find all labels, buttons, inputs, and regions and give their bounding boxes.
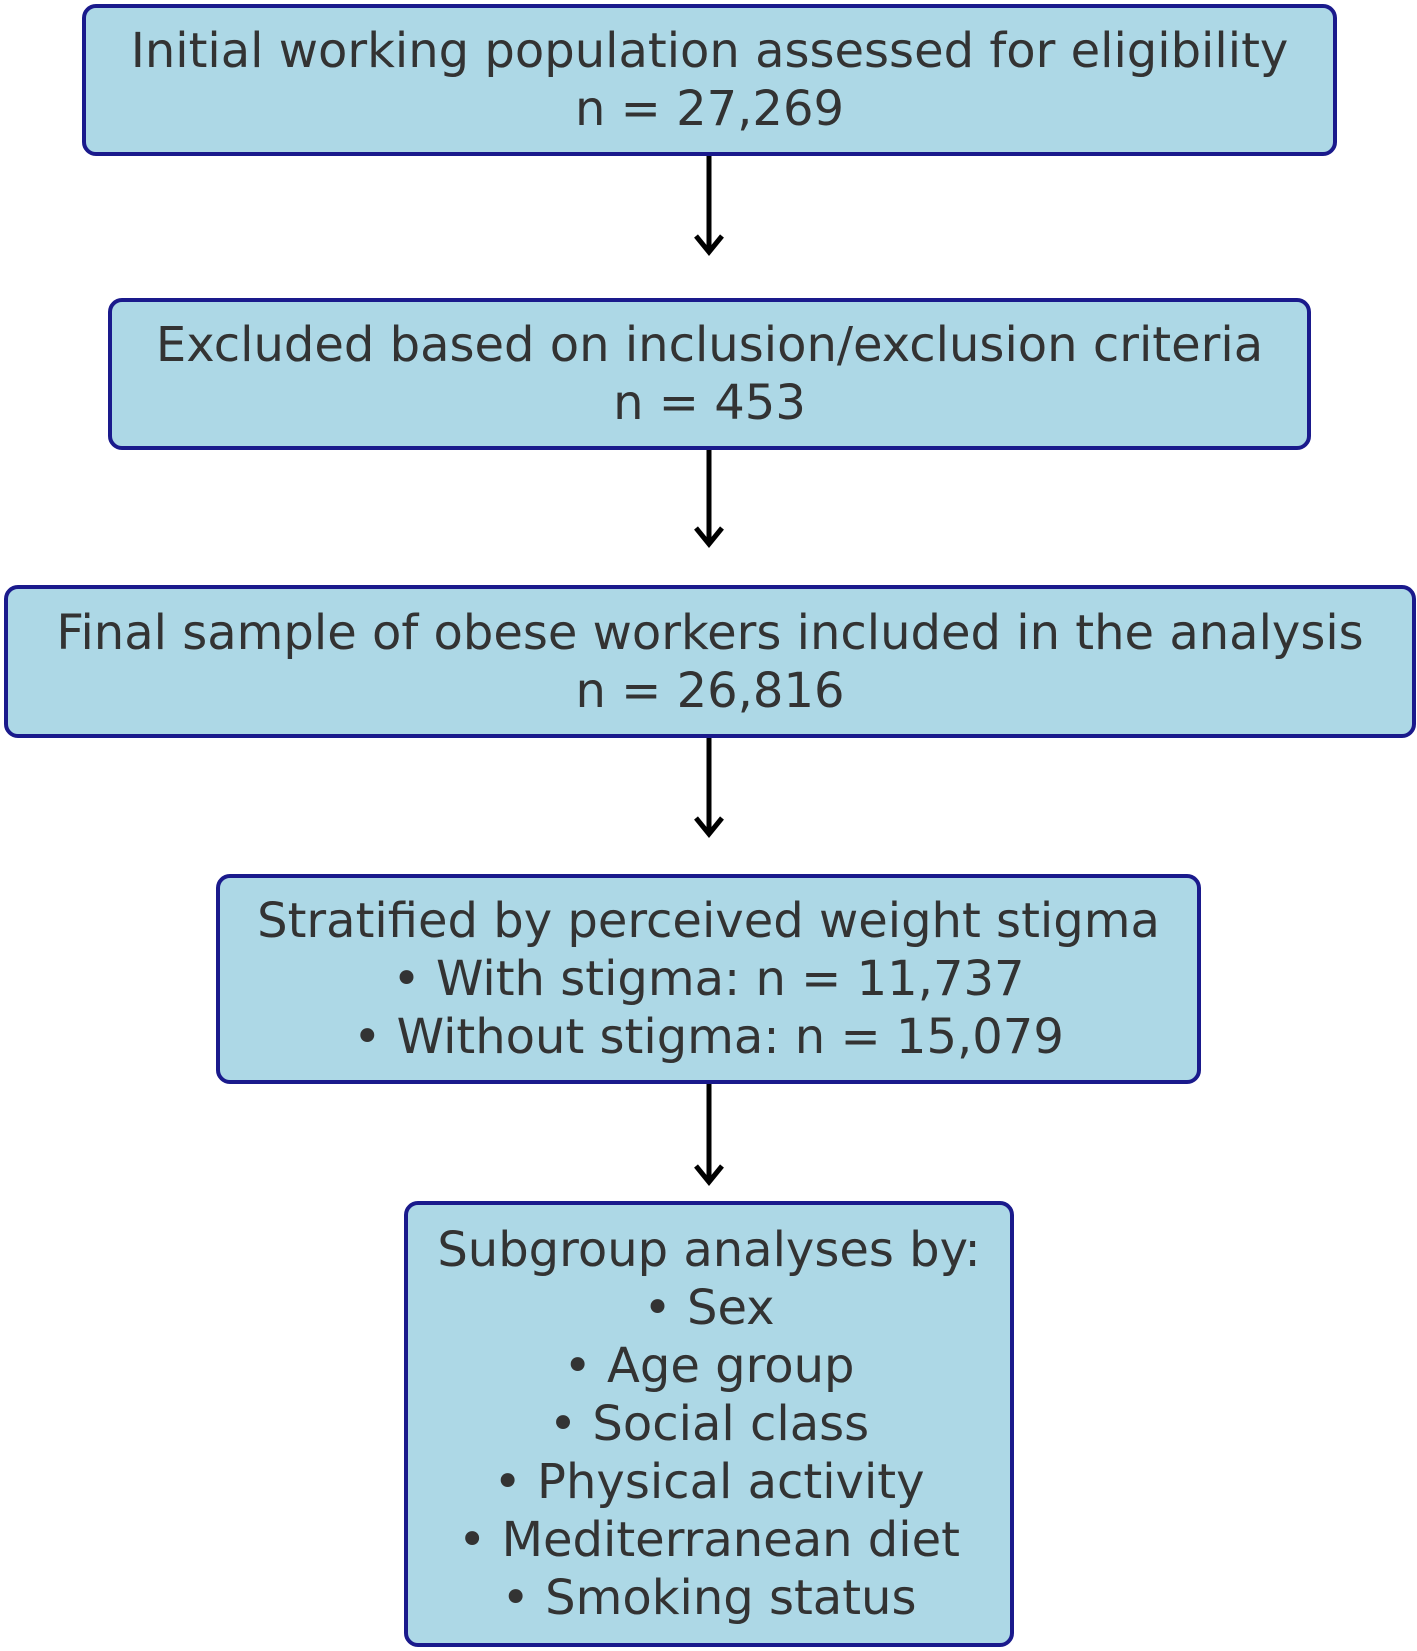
initial-population-box: Initial working population assessed for … xyxy=(82,4,1337,156)
with-stigma-item: • With stigma: n = 11,737 xyxy=(392,951,1025,1007)
without-stigma-item: • Without stigma: n = 15,079 xyxy=(353,1009,1064,1065)
final-sample-title: Final sample of obese workers included i… xyxy=(56,604,1364,661)
subgroup-item-physical-activity: • Physical activity xyxy=(493,1454,925,1510)
subgroup-title: Subgroup analyses by: xyxy=(437,1222,981,1278)
final-sample-box: Final sample of obese workers included i… xyxy=(4,585,1416,738)
subgroup-analyses-box: Subgroup analyses by: • Sex • Age group … xyxy=(404,1201,1014,1647)
subgroup-item-smoking-status: • Smoking status xyxy=(501,1570,917,1626)
stratified-box: Stratified by perceived weight stigma • … xyxy=(216,874,1201,1084)
final-sample-count: n = 26,816 xyxy=(575,662,845,719)
arrow-excluded-to-final xyxy=(694,450,724,548)
arrow-final-to-stratified xyxy=(694,738,724,838)
arrow-stratified-to-subgroup xyxy=(694,1084,724,1186)
initial-population-count: n = 27,269 xyxy=(574,81,845,137)
excluded-box: Excluded based on inclusion/exclusion cr… xyxy=(108,298,1311,450)
arrow-initial-to-excluded xyxy=(694,156,724,256)
subgroup-item-mediterranean-diet: • Mediterranean diet xyxy=(458,1512,960,1568)
subgroup-item-age-group: • Age group xyxy=(563,1338,855,1394)
stratified-title: Stratified by perceived weight stigma xyxy=(257,893,1160,949)
subgroup-item-sex: • Sex xyxy=(643,1280,775,1336)
excluded-title: Excluded based on inclusion/exclusion cr… xyxy=(155,317,1264,373)
subgroup-item-social-class: • Social class xyxy=(548,1396,870,1452)
initial-population-title: Initial working population assessed for … xyxy=(130,23,1289,79)
excluded-count: n = 453 xyxy=(613,375,806,431)
